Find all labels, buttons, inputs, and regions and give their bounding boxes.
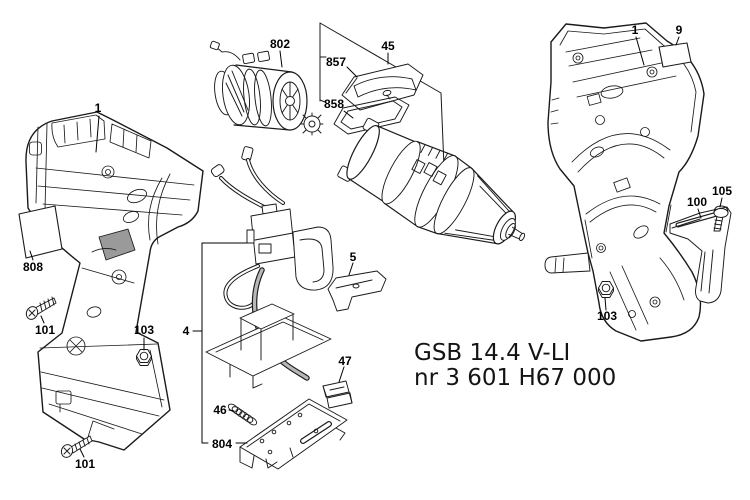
screw-101-upper-art xyxy=(24,297,56,321)
part-label-screw-upper: 101 xyxy=(34,323,56,337)
base-plate-804-art xyxy=(240,399,347,469)
gearbox-chuck-art xyxy=(334,111,543,273)
part-label-sticker-left: 808 xyxy=(22,260,44,274)
part-label-gear-unit: 45 xyxy=(381,39,395,53)
left-housing-art xyxy=(26,112,203,450)
seal-858-art xyxy=(334,97,409,134)
button-47-art xyxy=(323,381,352,408)
part-label-switch-assembly: 4 xyxy=(182,324,190,338)
part-label-gear-seal: 858 xyxy=(323,97,345,111)
product-title-block: GSB 14.4 V-LI nr 3 601 H67 000 xyxy=(414,341,616,391)
screw-101-lower-art xyxy=(60,436,92,459)
part-label-screw-lower: 101 xyxy=(74,457,96,471)
part-label-right-housing: 1 xyxy=(631,23,639,37)
sticker-9-art xyxy=(659,43,691,67)
leader-lines xyxy=(30,37,722,457)
part-label-motor: 802 xyxy=(269,37,291,51)
clip-5-art xyxy=(328,271,386,311)
part-label-belt-clip-screw: 105 xyxy=(711,184,733,198)
part-label-spring: 46 xyxy=(213,403,227,417)
part-label-retaining-clip: 5 xyxy=(349,250,357,264)
part-label-nut-right: 103 xyxy=(596,309,618,323)
product-model: GSB 14.4 V-LI xyxy=(414,340,571,366)
clip-857-art xyxy=(342,64,423,110)
switch-assembly-art xyxy=(206,146,333,388)
sticker-808-art xyxy=(19,206,62,258)
gear-frame-45-lines xyxy=(320,23,444,167)
part-label-belt-clip: 100 xyxy=(686,195,708,209)
screw-105-art xyxy=(714,206,728,231)
motor-802-art xyxy=(210,41,323,135)
part-label-gear-clip: 857 xyxy=(325,55,347,69)
part-label-push-button: 47 xyxy=(338,354,352,368)
right-housing-art xyxy=(545,23,704,341)
part-label-base-plate: 804 xyxy=(211,437,233,451)
part-label-sticker-right: 9 xyxy=(675,23,683,37)
product-number: nr 3 601 H67 000 xyxy=(414,365,617,391)
part-label-nut-left: 103 xyxy=(133,323,155,337)
spring-46-art xyxy=(227,402,258,426)
part-label-left-housing: 1 xyxy=(94,101,102,115)
